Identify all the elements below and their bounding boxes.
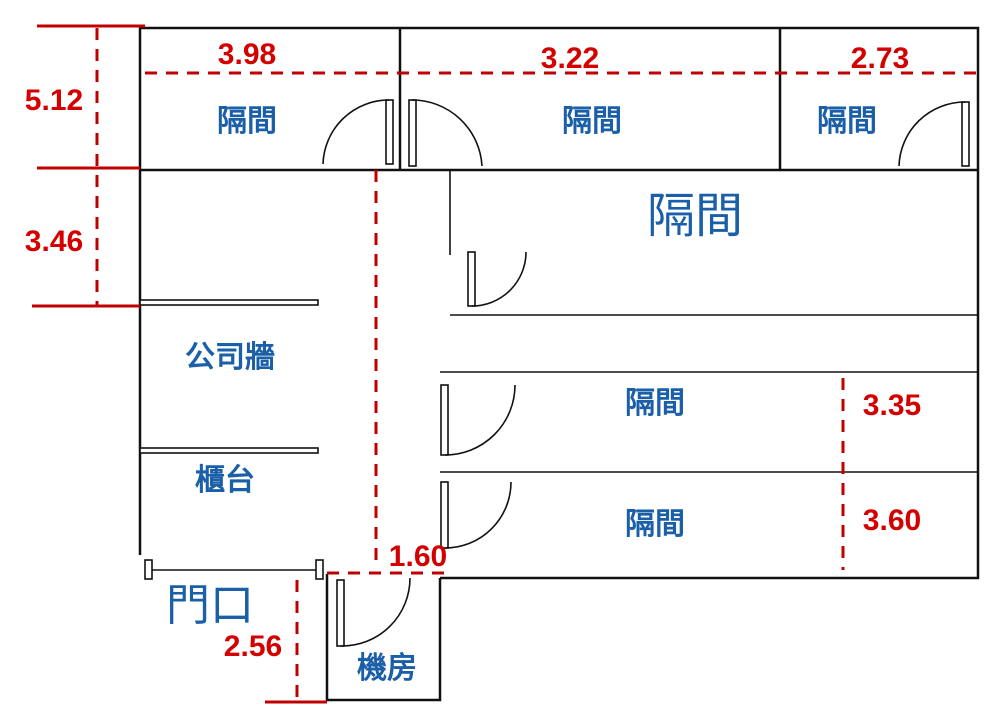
dimension-lines [32, 24, 978, 704]
door-top-left [322, 99, 394, 165]
room-label-top-left: 隔間 [217, 104, 277, 139]
room-label-middle-right: 隔間 [625, 386, 685, 421]
dim-top-middle-width: 3.22 [541, 42, 599, 75]
room-label-top-middle: 隔間 [562, 104, 622, 139]
dim-entrance-depth: 2.56 [224, 630, 282, 663]
room-label-bottom-right: 隔間 [625, 507, 685, 542]
room-label-large-right: 隔間 [647, 188, 743, 244]
dim-top-left-width: 3.98 [218, 38, 276, 71]
doors [322, 99, 970, 647]
room-label-top-right: 隔間 [817, 104, 877, 139]
dim-top-depth: 5.12 [25, 84, 83, 117]
dim-left-depth: 3.46 [25, 225, 83, 258]
room-label-company-wall: 公司牆 [185, 340, 275, 375]
door-bottom-right [440, 481, 512, 549]
door-machine-room [336, 577, 411, 647]
dim-top-right-width: 2.73 [851, 42, 909, 75]
door-middle-right [440, 384, 516, 456]
dim-corridor-width: 1.60 [389, 540, 447, 573]
door-top-middle [408, 99, 483, 167]
door-top-right [898, 101, 970, 167]
walls [138, 26, 980, 702]
room-label-entrance: 門口 [166, 580, 254, 631]
dim-bottom-right-depth: 3.60 [863, 504, 921, 537]
dim-middle-right-depth: 3.35 [863, 389, 921, 422]
room-label-counter: 櫃台 [195, 463, 255, 498]
door-large-room [467, 251, 527, 307]
room-label-machine-room: 機房 [357, 651, 417, 686]
